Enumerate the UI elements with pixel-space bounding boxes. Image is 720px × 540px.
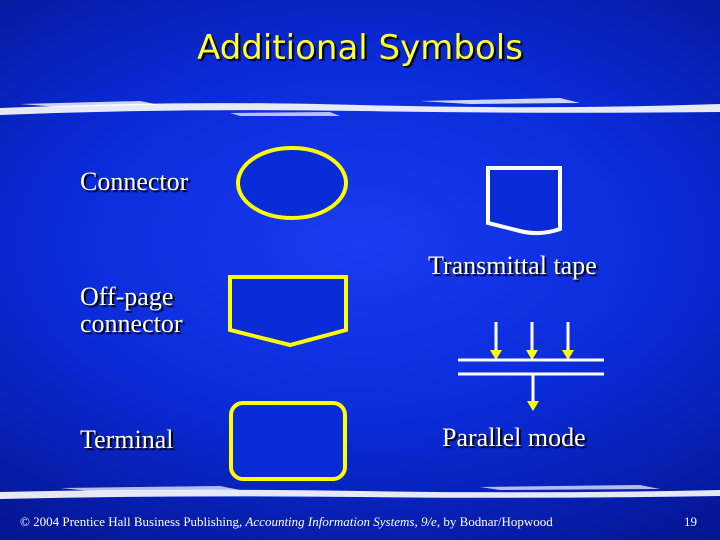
connector-symbol (236, 146, 348, 220)
footer-book-title: Accounting Information Systems, 9/e (245, 514, 437, 529)
transmittal-tape-symbol (486, 166, 562, 236)
output-arrow (527, 374, 539, 411)
footer: © 2004 Prentice Hall Business Publishing… (0, 514, 720, 534)
parallel-mode-label: Parallel mode (442, 423, 586, 452)
bottom-divider (0, 485, 720, 499)
terminal-symbol (229, 401, 347, 481)
slide-title: Additional Symbols (197, 28, 523, 68)
footer-copyright: © 2004 Prentice Hall Business Publishing… (20, 514, 246, 529)
parallel-mode-symbol (458, 322, 604, 411)
footer-author: , by Bodnar/Hopwood (436, 514, 553, 529)
transmittal-tape-label: Transmittal tape (428, 251, 597, 280)
off-page-connector-symbol (228, 275, 348, 348)
input-arrow-2 (526, 322, 538, 360)
connector-label: Connector (80, 167, 189, 196)
input-arrow-3 (562, 322, 574, 360)
terminal-label: Terminal (80, 425, 174, 454)
footer-citation: © 2004 Prentice Hall Business Publishing… (20, 514, 553, 530)
input-arrow-1 (490, 322, 502, 360)
top-divider (0, 98, 720, 116)
off-page-connector-label: Off-page connector (80, 282, 183, 339)
page-number: 19 (684, 514, 697, 529)
